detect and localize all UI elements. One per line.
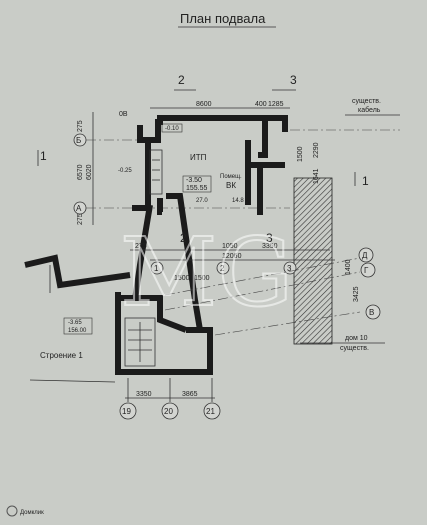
cable-label-line2: кабель [358,106,381,114]
mid-dim-1500-b: 1500 [194,275,210,282]
axis-line-d [164,257,361,296]
axis-label-19: 19 [122,407,131,416]
wall-lower-stair [118,295,188,333]
axis-label-2: 2 [220,264,225,273]
elev-top-box [161,123,183,133]
right-dim-2290: 2290 [313,142,320,158]
plan-title: План подвала [180,11,266,26]
watermark: MG [120,218,293,328]
axis-circle-19 [119,402,137,420]
axis-label-b: Б [76,136,81,145]
left-dim-275-top: 275 [77,120,84,132]
section-1-left: 1 [40,149,47,163]
axis-label-3: 3 [287,264,292,273]
wall-stair-left [132,140,151,211]
bottom-dim-1050: 1050 [222,243,238,250]
left-dim-275-bottom: 275 [77,213,84,225]
vert-dim-3425: 3425 [353,286,360,302]
axis-circle-21 [203,402,221,420]
axis-label-d: Д [362,251,368,260]
cable-label-line1: существ. [352,98,381,105]
section-3-mid: 3 [266,231,273,245]
label-ov: 0В [119,111,128,118]
elev-room: -3.50 [186,177,202,184]
house-label-line2: существ. [340,345,369,352]
room-vent: Помещ. [220,174,242,180]
wall-center [157,198,163,215]
wall-top-right [265,115,288,132]
building-1-label: Строение 1 [40,351,83,360]
bottom-axis-dim-3865: 3865 [182,391,198,398]
axis-circle-1 [150,261,164,275]
section-2-mid: 2 [180,231,187,245]
axis-circle-g [360,262,376,278]
elev-lower-box [63,317,93,335]
elev-stair: -0.25 [118,168,132,174]
bottom-dim-3350: 3350 [262,243,278,250]
axis-line-g [164,271,361,311]
wall-lower-room [115,292,213,375]
lower-stair-outline [124,317,156,367]
section-3-top: 3 [290,73,297,87]
elev-top: -0.10 [165,126,179,132]
section-2-top: 2 [178,73,185,87]
bottom-dim-275: 275 [135,243,147,250]
area-27: 27.0 [196,198,208,204]
bottom-dim-12060: 12060 [222,253,242,260]
room-itp: ИТП [190,153,207,162]
vert-dim-1400: 1400 [345,259,352,275]
area-14-8: 14.8 [232,198,244,204]
axis-circle-d [358,247,374,263]
axis-circle-20 [161,402,179,420]
mid-dim-1500-a: 1500 [174,275,190,282]
axis-circle-v [365,304,381,320]
house-label-line1: дом 10 [345,335,368,342]
footer-brand: Домклик [20,510,44,516]
elev-lower: -3.65 [68,320,82,326]
top-dim-1285: 1285 [268,101,284,108]
section-1-right: 1 [362,174,369,188]
axis-label-1: 1 [154,264,159,273]
upper-stair-outline [149,149,163,195]
top-dim-8600: 8600 [196,101,212,108]
axis-label-a: А [76,204,82,213]
axis-label-20: 20 [164,407,173,416]
wall-corridor-left [132,204,153,301]
domclick-logo-icon [6,505,18,517]
left-dim-6570: 6570 [77,164,84,180]
axis-label-v: В [369,308,374,317]
right-dim-1500: 1500 [297,146,304,162]
elev-room-box [182,175,212,193]
axis-line-v [214,311,361,336]
left-dim-6020: 6020 [86,164,93,180]
bottom-axis-dim-3350: 3350 [136,391,152,398]
building-1-baseline [29,379,116,383]
top-dim-400: 400 [255,101,267,108]
wall-corridor-right [166,193,203,331]
wall-lower-top [24,254,131,289]
axis-label-21: 21 [206,407,215,416]
area-room: 155.55 [186,185,208,192]
axis-label-g: Г [364,266,369,275]
axis-circle-2 [216,261,230,275]
existing-house-hatch [293,177,333,345]
area-lower: 156.00 [68,328,87,334]
room-vk: ВК [226,181,236,190]
right-dim-1641: 1641 [313,168,320,184]
